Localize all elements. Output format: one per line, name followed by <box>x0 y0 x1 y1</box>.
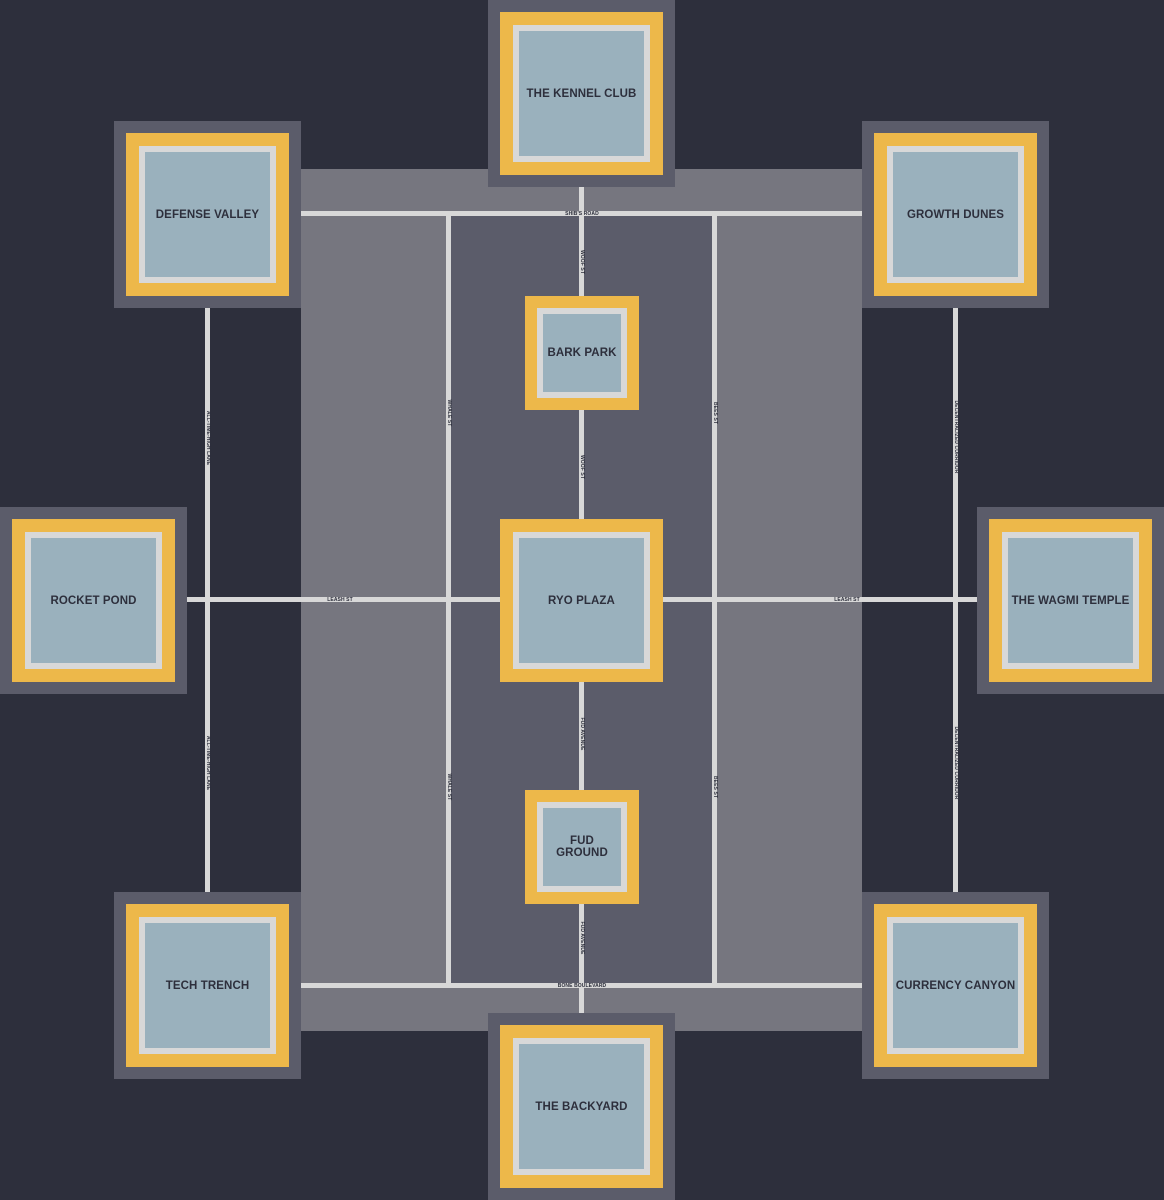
district-label: THE WAGMI TEMPLE <box>1011 594 1130 607</box>
road-label-shibs-road: SHIB'S ROAD <box>565 211 599 217</box>
district-label: RYO PLAZA <box>548 594 615 607</box>
road-label-decentralized-top: DECENTRALIZED CORRIDOR <box>953 400 959 474</box>
road-all-time-high-lane[interactable] <box>205 283 210 917</box>
district-backyard[interactable]: THE BACKYARD <box>488 1013 675 1200</box>
road-label-whale-st-bottom: WHALE ST <box>446 773 452 801</box>
district-tech-trench[interactable]: TECH TRENCH <box>114 892 301 1079</box>
road-label-bees-st-bottom: BEES ST <box>712 775 718 799</box>
road-label-leash-st-right: LEASH ST <box>834 597 860 603</box>
road-label-bone-boulevard: BONE BOULEVARD <box>557 983 607 989</box>
district-label: THE KENNEL CLUB <box>526 87 637 100</box>
district-label: CURRENCY CANYON <box>895 979 1016 992</box>
road-label-fud-avenue-top: FUD AVENUE <box>579 717 585 751</box>
road-label-woof-st-mid: WOOF ST <box>579 454 585 480</box>
district-defense-valley[interactable]: DEFENSE VALLEY <box>114 121 301 308</box>
road-label-decentralized-bottom: DECENTRALIZED CORRIDOR <box>953 726 959 800</box>
district-label: BARK PARK <box>547 347 617 359</box>
district-growth-dunes[interactable]: GROWTH DUNES <box>862 121 1049 308</box>
district-rocket-pond[interactable]: ROCKET POND <box>0 507 187 694</box>
district-fud-ground[interactable]: FUD GROUND <box>525 790 639 904</box>
district-ryo-plaza[interactable]: RYO PLAZA <box>500 519 663 682</box>
road-label-leash-st-left: LEASH ST <box>327 597 353 603</box>
district-bark-park[interactable]: BARK PARK <box>525 296 639 410</box>
district-wagmi-temple[interactable]: THE WAGMI TEMPLE <box>977 507 1164 694</box>
road-whale-st[interactable] <box>446 216 451 984</box>
road-label-all-time-high-top: ALL-TIME-HIGH LANE <box>205 410 211 466</box>
road-label-fud-avenue-bottom: FUD AVENUE <box>579 921 585 955</box>
district-kennel-club[interactable]: THE KENNEL CLUB <box>488 0 675 187</box>
district-label: FUD GROUND <box>556 835 608 859</box>
road-label-woof-st-top: WOOF ST <box>579 249 585 275</box>
district-label: ROCKET POND <box>50 594 137 607</box>
road-bees-st[interactable] <box>712 216 717 984</box>
road-label-whale-st-top: WHALE ST <box>446 399 452 427</box>
district-currency-canyon[interactable]: CURRENCY CANYON <box>862 892 1049 1079</box>
road-label-all-time-high-bottom: ALL-TIME-HIGH LANE <box>205 735 211 791</box>
district-label: GROWTH DUNES <box>906 208 1005 221</box>
district-label: DEFENSE VALLEY <box>155 208 260 221</box>
district-label: TECH TRENCH <box>165 979 250 992</box>
district-label: THE BACKYARD <box>535 1100 628 1113</box>
road-label-bees-st-top: BEES ST <box>712 401 718 425</box>
road-decentralized-corridor[interactable] <box>953 283 958 917</box>
